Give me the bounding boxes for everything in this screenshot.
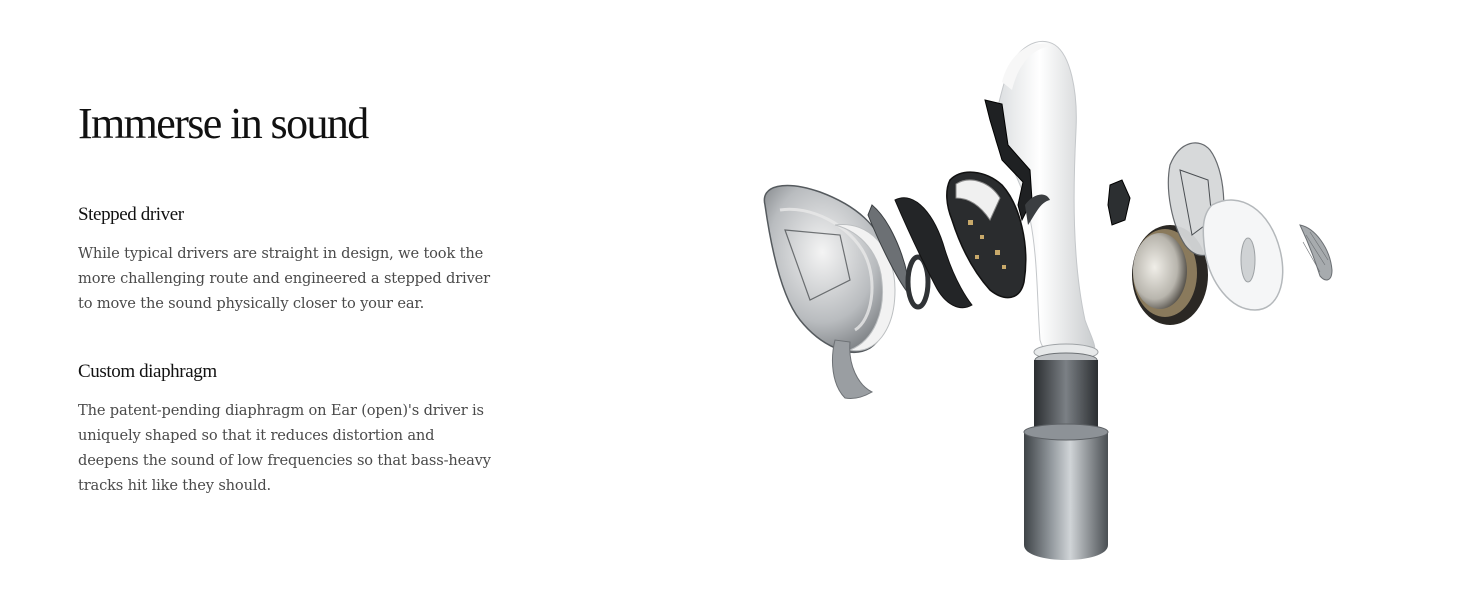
exploded-earbud-illustration xyxy=(763,40,1333,560)
feature-text-column: Immerse in sound Stepped driver While ty… xyxy=(78,98,498,494)
feature-description: The patent-pending diaphragm on Ear (ope… xyxy=(78,402,491,494)
feature-custom-diaphragm: Custom diaphragm The patent-pending diap… xyxy=(78,360,498,498)
feature-title: Custom diaphragm xyxy=(78,361,217,382)
feature-stepped-driver: Stepped driver While typical drivers are… xyxy=(78,203,498,316)
section-title: Immerse in sound xyxy=(78,99,369,148)
exploded-earbud-image xyxy=(740,20,1380,580)
feature-title: Stepped driver xyxy=(78,204,184,225)
feature-description: While typical drivers are straight in de… xyxy=(78,245,490,312)
